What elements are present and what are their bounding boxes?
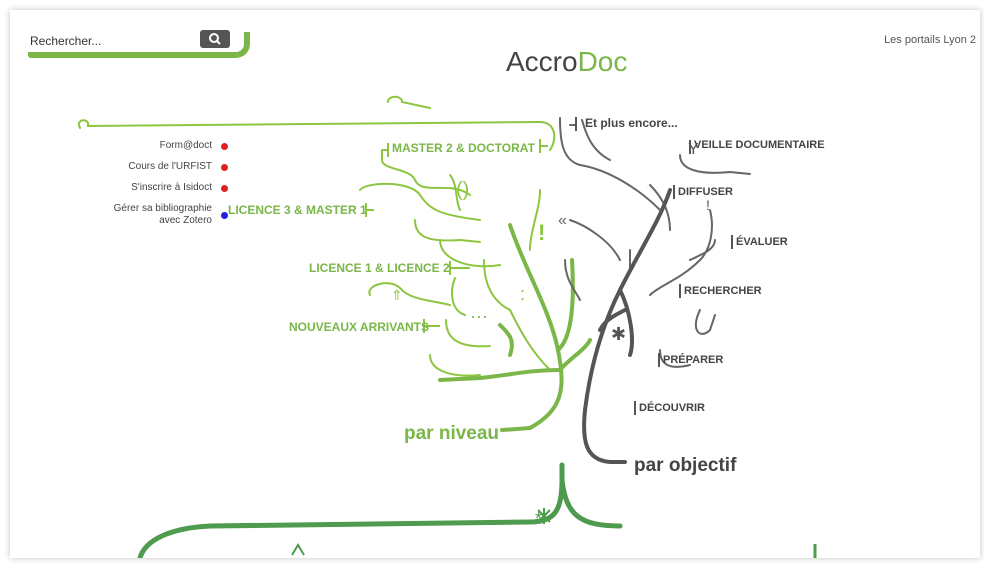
level-licence3[interactable]: LICENCE 3 & MASTER 1: [228, 203, 367, 217]
objective-plus[interactable]: Et plus encore...: [585, 116, 678, 130]
link-zotero[interactable]: Gérer sa bibliographie avec Zotero: [100, 203, 230, 227]
link-urfist-label: Cours de l'URFIST: [128, 161, 212, 172]
link-zotero-dot: [221, 212, 228, 219]
search-curve-decoration: [228, 32, 250, 58]
link-formadoct-dot: [221, 143, 228, 150]
link-isidoct-dot: [221, 185, 228, 192]
search-underline: [28, 52, 234, 58]
link-formadoct[interactable]: Form@doct: [100, 140, 230, 152]
par-niveau-label[interactable]: par niveau: [404, 423, 500, 444]
search-input[interactable]: [28, 30, 198, 52]
objective-evaluer[interactable]: ÉVALUER: [736, 236, 788, 248]
svg-text:⇑: ⇑: [391, 287, 403, 303]
par-objectif-label[interactable]: par objectif: [634, 455, 737, 476]
objective-preparer[interactable]: PRÉPARER: [663, 354, 724, 366]
svg-text:(): (): [456, 179, 469, 201]
link-zotero-label: Gérer sa bibliographie avec Zotero: [113, 203, 212, 226]
svg-text:!: !: [538, 220, 545, 245]
link-isidoct[interactable]: S'inscrire à Isidoct: [100, 182, 230, 194]
objective-diffuser[interactable]: DIFFUSER: [678, 186, 733, 198]
level-master2[interactable]: MASTER 2 & DOCTORAT: [392, 141, 535, 155]
site-logo[interactable]: AccroDoc: [506, 46, 627, 78]
svg-text:···: ···: [470, 306, 488, 326]
logo-accro: Accro: [506, 46, 578, 77]
svg-text:✱: ✱: [611, 324, 626, 344]
search-button[interactable]: [200, 30, 230, 48]
search-icon: [209, 33, 221, 45]
objective-decouvrir[interactable]: DÉCOUVRIR: [639, 402, 706, 414]
objective-rechercher[interactable]: RECHERCHER: [684, 285, 762, 297]
svg-text:!: !: [706, 197, 710, 213]
side-links: Form@doct Cours de l'URFIST S'inscrire à…: [100, 140, 230, 236]
svg-text:Y: Y: [688, 141, 699, 158]
link-urfist[interactable]: Cours de l'URFIST: [100, 161, 230, 173]
objective-veille[interactable]: VEILLE DOCUMENTAIRE: [694, 139, 825, 151]
tree-illustration: () « ⇑ ! ··· : Y ! ✱ *: [78, 95, 817, 558]
page-frame: Les portails Lyon 2 AccroDoc: [10, 10, 980, 558]
link-urfist-dot: [221, 164, 228, 171]
link-isidoct-label: S'inscrire à Isidoct: [131, 182, 212, 193]
portals-link[interactable]: Les portails Lyon 2: [884, 34, 976, 46]
svg-text:*: *: [535, 509, 542, 529]
link-formadoct-label: Form@doct: [159, 140, 212, 151]
logo-doc: Doc: [577, 46, 628, 77]
search-bar: [28, 30, 250, 58]
level-nouveaux[interactable]: NOUVEAUX ARRIVANTS: [289, 320, 430, 334]
svg-text:«: «: [558, 212, 567, 229]
svg-text::: :: [520, 284, 525, 304]
level-licence1[interactable]: LICENCE 1 & LICENCE 2: [309, 261, 450, 275]
